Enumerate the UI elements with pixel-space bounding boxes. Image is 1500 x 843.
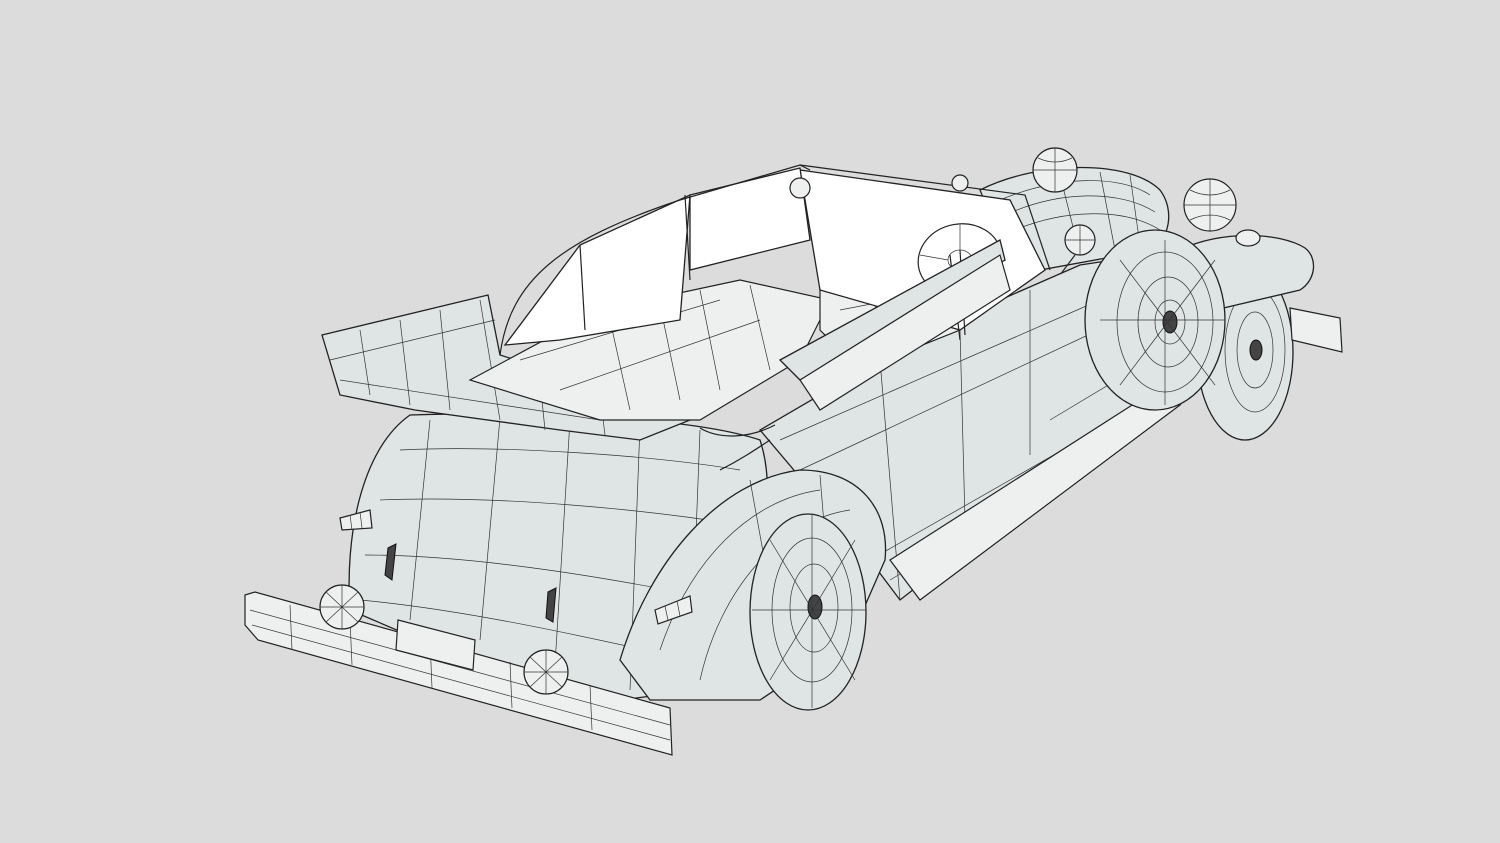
running-board: [889, 399, 1182, 601]
rear-wheel[interactable]: [749, 513, 867, 711]
front-bumper-bar: [1289, 307, 1343, 353]
window-frame: [499, 164, 811, 356]
spare-wheel-front[interactable]: [1084, 229, 1226, 411]
door-handle[interactable]: [699, 424, 776, 471]
side-window-front: [689, 167, 811, 271]
hood-edges: [999, 171, 1161, 256]
license-plate: [395, 619, 476, 671]
side-window-rear: [503, 193, 691, 346]
door-top-rail: [778, 239, 1006, 381]
marker-lamp: [789, 177, 811, 199]
rear-emblem-right: [545, 587, 557, 623]
headlamp-right: [1032, 147, 1078, 193]
door-panel: [799, 254, 1011, 411]
car-wireframe-model[interactable]: [244, 147, 1343, 756]
turn-signal-right: [654, 595, 693, 625]
headlamp-left: [1183, 178, 1237, 232]
rear-bumper: [244, 591, 673, 756]
horn: [1235, 229, 1261, 247]
turn-signal-left: [339, 509, 373, 531]
rear-emblem-left: [384, 543, 397, 581]
tail-light-right: [523, 649, 569, 695]
cowl-lamp: [951, 174, 969, 192]
side-mirror: [1059, 224, 1096, 276]
tail-light-left: [319, 584, 365, 630]
